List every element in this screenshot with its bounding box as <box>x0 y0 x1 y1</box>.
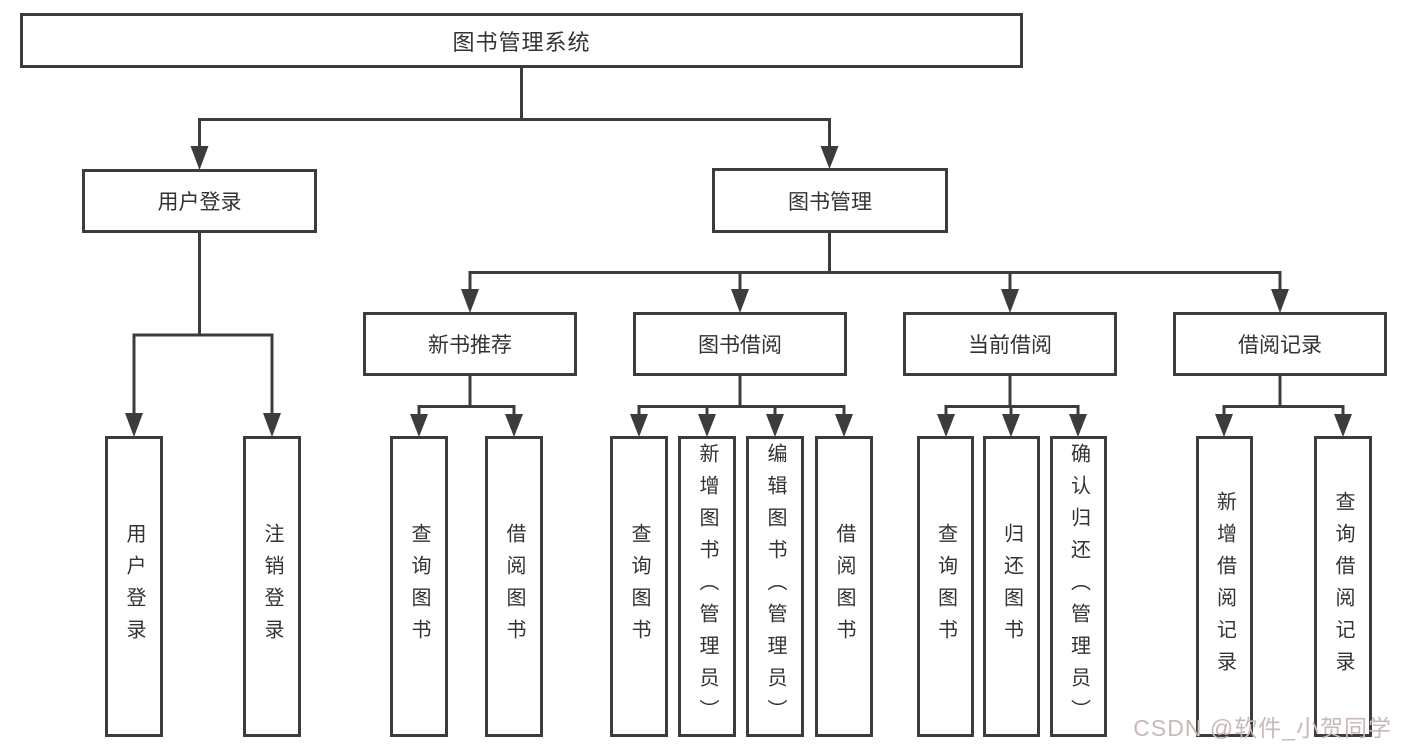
arrow-down-icon <box>461 289 479 313</box>
arrow-down-icon <box>937 414 955 437</box>
node-book-management-system: 图书管理系统 <box>20 13 1023 68</box>
leaf-logout: 注销登录 <box>243 436 301 737</box>
arrow-down-icon <box>1271 289 1289 313</box>
leaf-query-books-rec: 查询图书 <box>390 436 448 737</box>
arrow-down-icon <box>1069 414 1087 437</box>
arrow-down-icon <box>1002 414 1020 437</box>
arrow-down-icon <box>835 414 853 437</box>
arrow-down-icon <box>263 413 281 437</box>
arrow-down-icon <box>731 289 749 313</box>
arrow-down-icon <box>505 414 523 437</box>
arrow-down-icon <box>1215 414 1233 437</box>
arrow-down-icon <box>410 414 428 437</box>
node-current-borrowing: 当前借阅 <box>903 312 1117 376</box>
leaf-query-books-current: 查询图书 <box>917 436 974 737</box>
arrow-down-icon <box>698 414 716 437</box>
leaf-borrow-books: 借阅图书 <box>815 436 873 737</box>
leaf-query-borrow-record: 查询借阅记录 <box>1314 436 1372 737</box>
arrow-down-icon <box>766 414 784 437</box>
node-book-borrowing: 图书借阅 <box>633 312 847 376</box>
csdn-watermark: CSDN @软件_小贺同学 <box>1133 715 1392 741</box>
node-book-management: 图书管理 <box>712 168 948 233</box>
arrow-down-icon <box>630 414 648 437</box>
leaf-borrow-books-rec: 借阅图书 <box>485 436 543 737</box>
node-new-book-recommend: 新书推荐 <box>363 312 577 376</box>
arrow-down-icon <box>190 146 209 170</box>
leaf-user-login: 用户登录 <box>105 436 163 737</box>
leaf-add-books-admin: 新增图书（管理员） <box>678 436 736 737</box>
connector-group <box>125 68 1352 437</box>
leaf-confirm-return-admin: 确认归还（管理员） <box>1050 436 1107 737</box>
node-borrowing-records: 借阅记录 <box>1173 312 1387 376</box>
arrow-down-icon <box>125 413 143 437</box>
leaf-query-books-borrow: 查询图书 <box>610 436 668 737</box>
leaf-add-borrow-record: 新增借阅记录 <box>1196 436 1253 737</box>
leaf-edit-books-admin: 编辑图书（管理员） <box>746 436 804 737</box>
leaf-return-books: 归还图书 <box>983 436 1040 737</box>
arrow-down-icon <box>1334 414 1352 437</box>
node-user-login: 用户登录 <box>82 169 317 233</box>
arrow-down-icon <box>820 146 839 169</box>
arrow-down-icon <box>1001 289 1019 313</box>
